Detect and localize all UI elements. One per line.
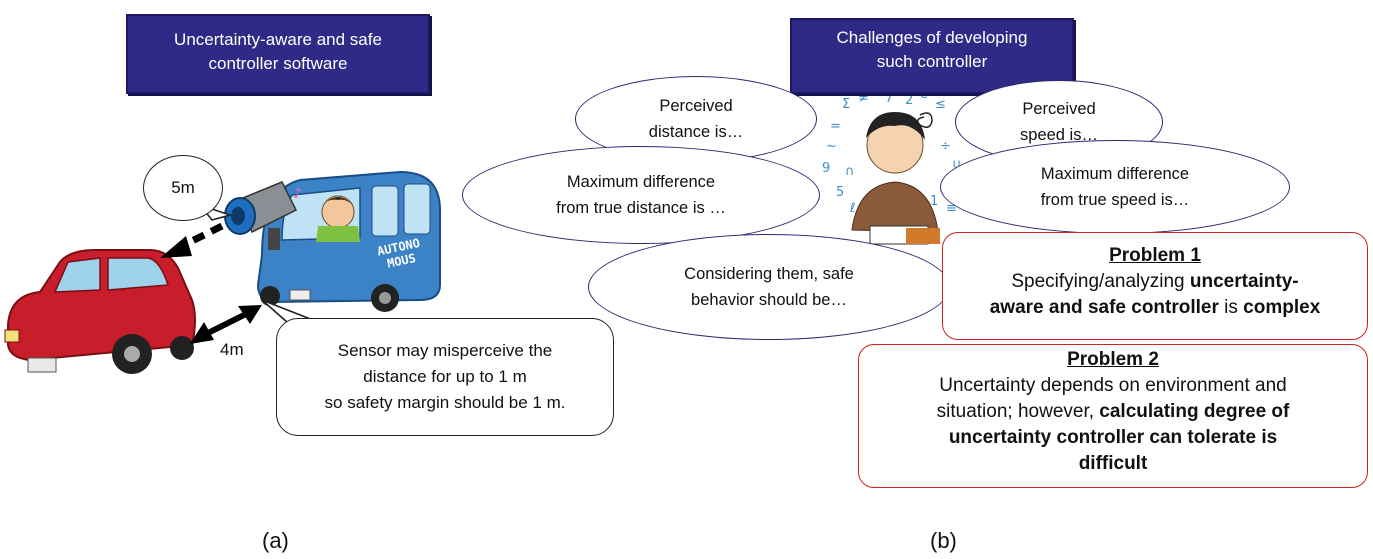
problem-2-bold3: difficult xyxy=(1078,453,1148,474)
thought-safe-behavior-line1: Considering them, safe xyxy=(684,265,854,283)
svg-text:Σ: Σ xyxy=(842,97,850,112)
svg-text:2: 2 xyxy=(905,93,913,108)
thought-safe-behavior: Considering them, safe behavior should b… xyxy=(588,234,950,340)
svg-text:∪: ∪ xyxy=(952,157,962,172)
thought-max-diff-distance: Maximum difference from true distance is… xyxy=(462,146,820,244)
thought-max-diff-distance-line1: Maximum difference xyxy=(566,173,716,191)
problem-2-line1: Uncertainty depends on environment and xyxy=(939,375,1287,396)
svg-text:≠: ≠ xyxy=(858,91,869,106)
svg-text:ℓ: ℓ xyxy=(849,201,855,216)
caption-b: (b) xyxy=(930,528,957,553)
caption-a: (a) xyxy=(262,528,289,553)
thought-perceived-speed-line1: Perceived xyxy=(1022,100,1096,118)
problem-1-text2: is xyxy=(1218,297,1244,318)
thought-max-diff-speed-line1: Maximum difference xyxy=(1040,165,1190,183)
thinking-person-icon xyxy=(851,112,940,245)
safety-margin-note: Sensor may misperceive the distance for … xyxy=(276,318,614,436)
svg-text:e: e xyxy=(920,87,928,102)
thought-safe-behavior-line2: behavior should be… xyxy=(691,291,847,309)
thought-perceived-speed-line2: speed is… xyxy=(1020,126,1098,144)
note-line3: so safety margin should be 1 m. xyxy=(324,393,566,412)
problem-1-bold2: aware and safe controller xyxy=(989,297,1219,318)
problem-2-bold2: uncertainty controller can tolerate is xyxy=(948,427,1278,448)
problem-2-box: Problem 2 Uncertainty depends on environ… xyxy=(858,344,1368,488)
panel-a-banner: Uncertainty-aware and safe controller so… xyxy=(126,14,430,94)
svg-text:∩: ∩ xyxy=(845,164,855,179)
problem-1-bold1: uncertainty- xyxy=(1189,271,1299,292)
problem-1-text1: Specifying/analyzing xyxy=(1011,271,1190,292)
svg-text:~: ~ xyxy=(826,139,837,154)
panel-a-banner-line2: controller software xyxy=(208,54,348,73)
thought-perceived-distance-line1: Perceived xyxy=(659,97,733,115)
svg-text:9: 9 xyxy=(822,161,830,176)
thought-max-diff-distance-line2: from true distance is … xyxy=(556,199,726,217)
red-car-icon xyxy=(4,249,196,374)
note-line2: distance for up to 1 m xyxy=(363,367,527,386)
distance-label: 4m xyxy=(220,340,244,359)
svg-text:=: = xyxy=(830,119,841,134)
problem-1-title: Problem 1 xyxy=(1109,245,1201,266)
problem-2-bold1: calculating degree of xyxy=(1099,401,1290,422)
panel-a-banner-line1: Uncertainty-aware and safe xyxy=(174,30,382,49)
note-line1: Sensor may misperceive the xyxy=(337,341,553,360)
svg-text:≡: ≡ xyxy=(946,201,957,216)
thought-max-diff-speed: Maximum difference from true speed is… xyxy=(940,140,1290,234)
panel-b-banner-line1: Challenges of developing xyxy=(836,28,1028,47)
svg-text:7: 7 xyxy=(885,91,893,106)
sensor-reading-bubble: 5m xyxy=(143,155,223,221)
thought-perceived-distance-line2: distance is… xyxy=(648,123,744,141)
svg-text:÷: ÷ xyxy=(940,139,951,154)
distance-arrow xyxy=(190,305,262,344)
problem-2-line2: situation; however, xyxy=(936,401,1100,422)
sensing-arrow xyxy=(180,222,224,250)
problem-1-bold3: complex xyxy=(1243,297,1321,318)
problem-2-title: Problem 2 xyxy=(1067,349,1159,370)
svg-text:≤: ≤ xyxy=(935,97,946,112)
autonomous-bus-icon: ♪ xyxy=(256,170,441,312)
sensor-reading-text: 5m xyxy=(171,178,195,197)
svg-text:5: 5 xyxy=(836,185,844,200)
panel-b-banner-line2: such controller xyxy=(876,52,988,71)
svg-text:1: 1 xyxy=(930,194,938,209)
thought-max-diff-speed-line2: from true speed is… xyxy=(1040,191,1190,209)
svg-text:♪: ♪ xyxy=(293,186,302,202)
problem-1-box: Problem 1 Specifying/analyzing uncertain… xyxy=(942,232,1368,340)
